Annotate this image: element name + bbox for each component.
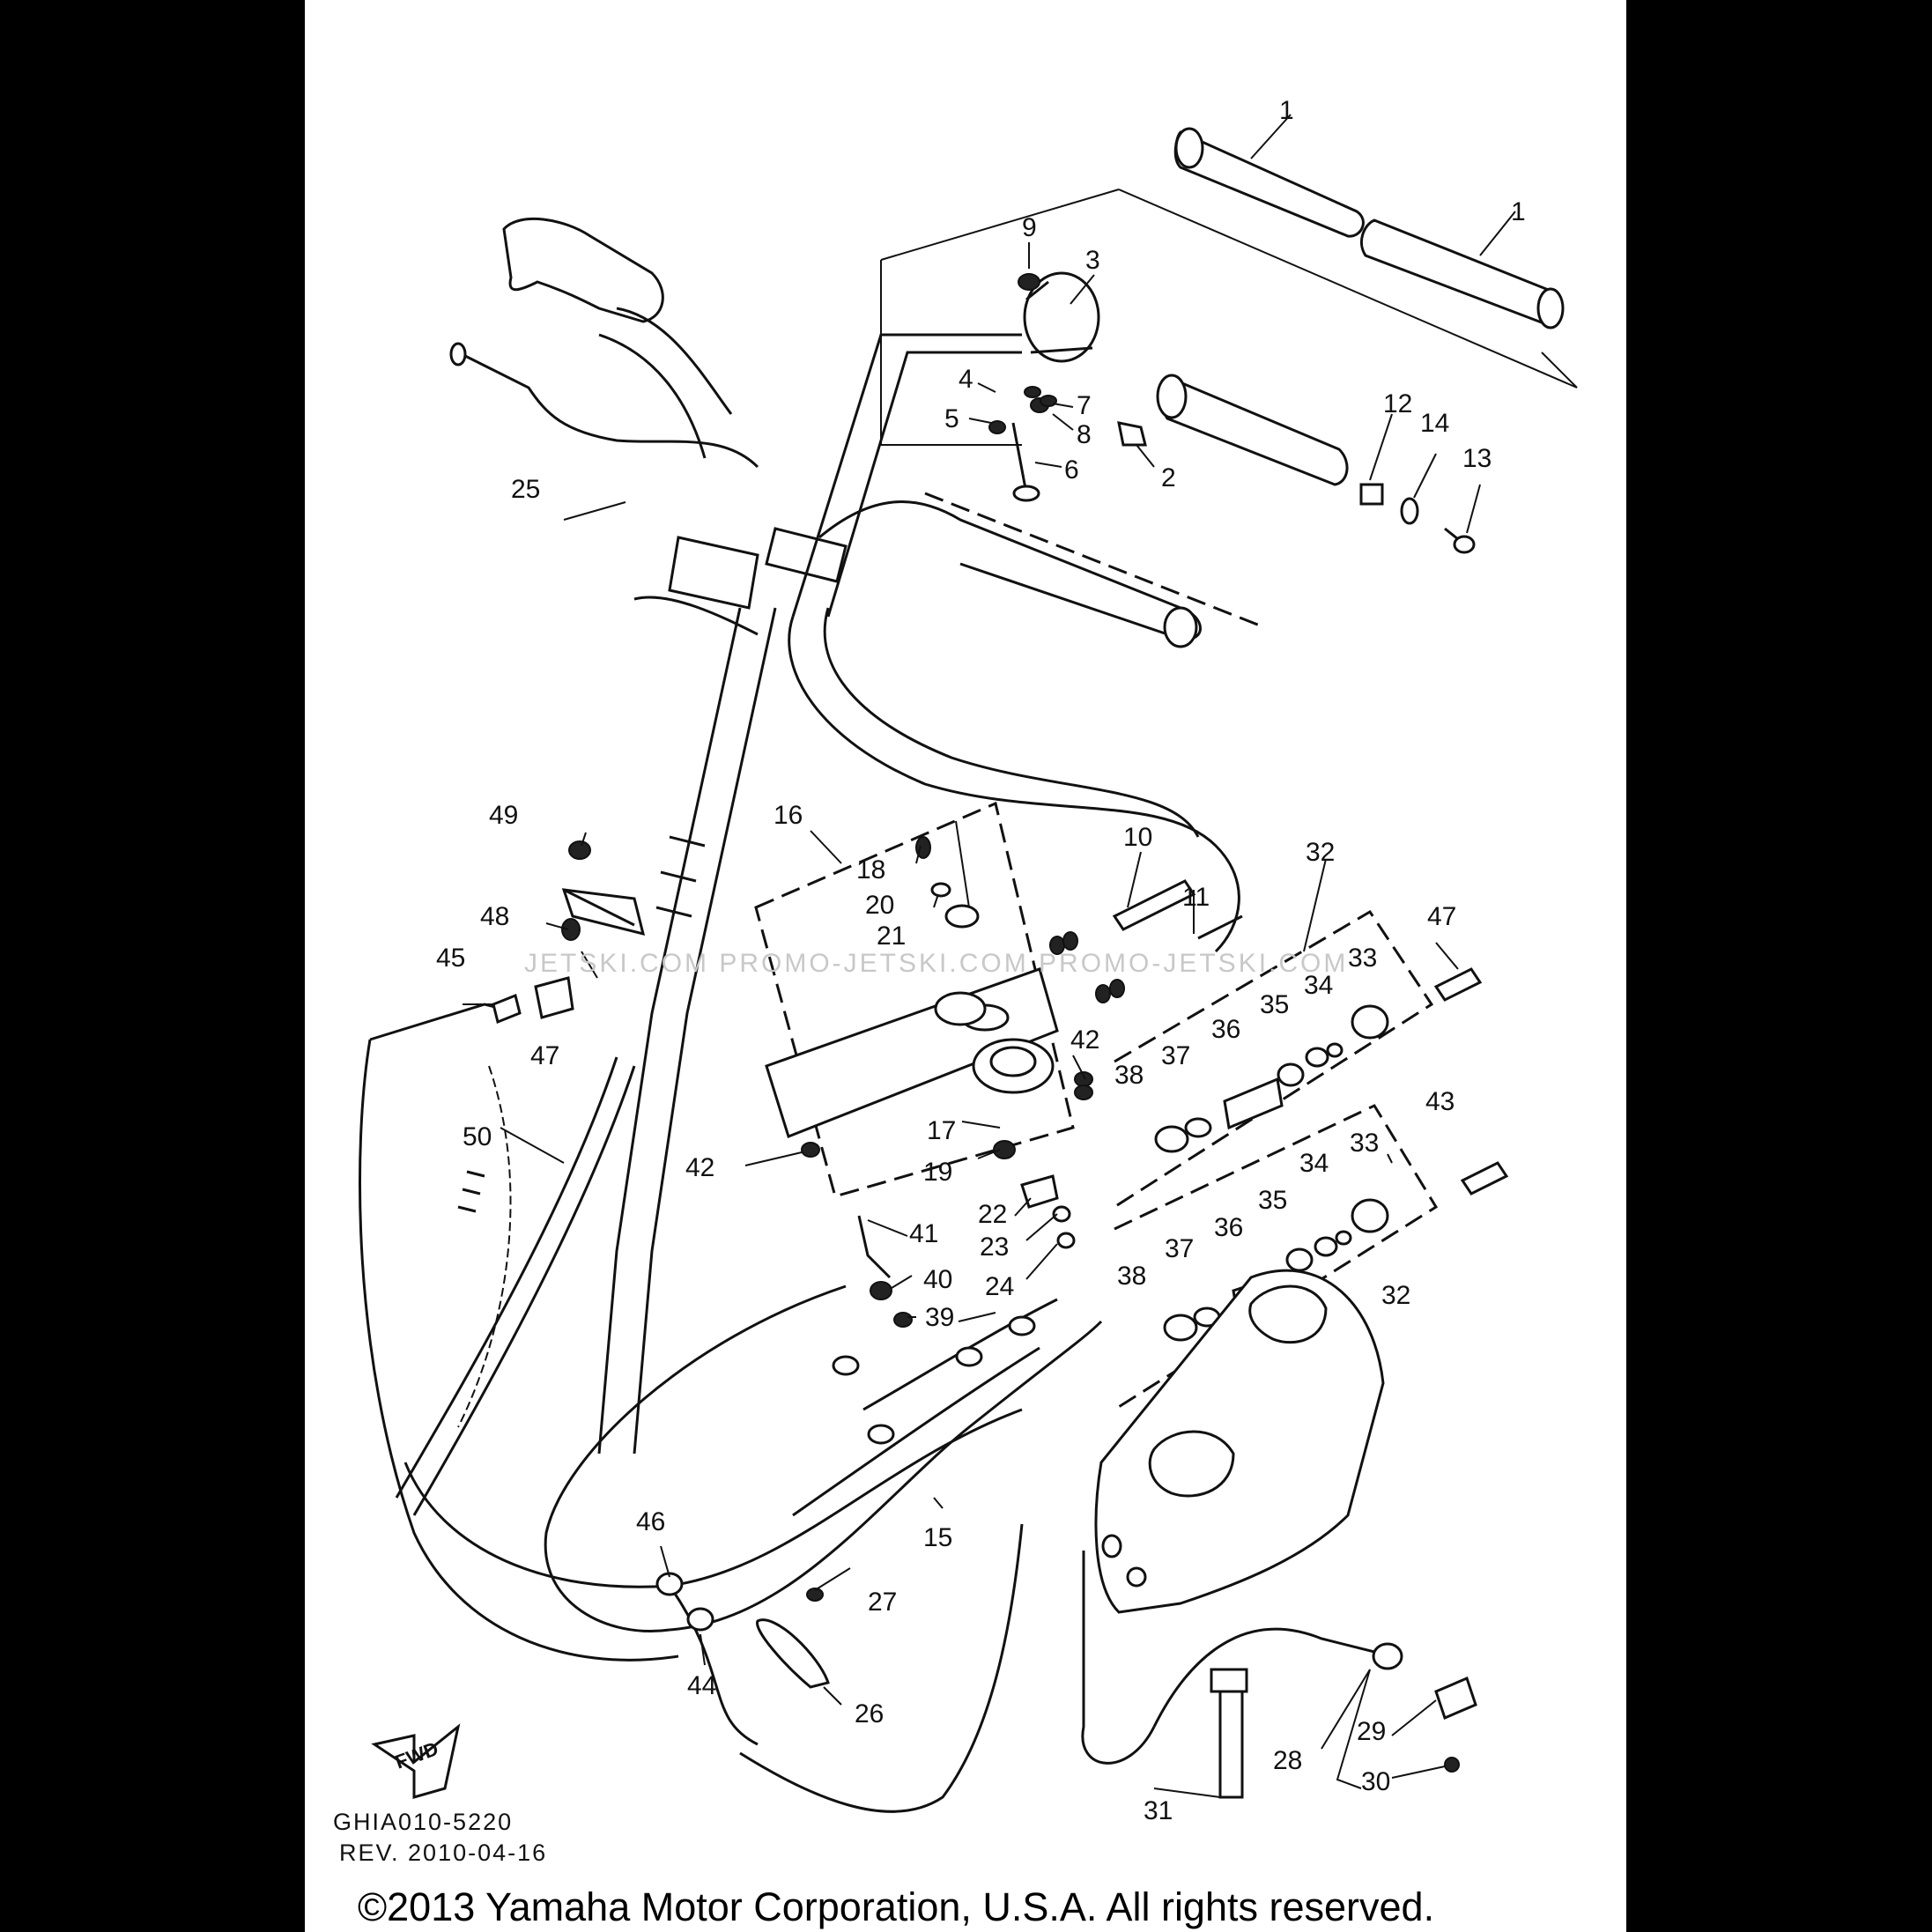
revision-date: REV. 2010-04-16 xyxy=(339,1839,547,1866)
callout-35: 35 xyxy=(1258,1186,1287,1215)
callout-48: 48 xyxy=(480,902,509,931)
callout-19: 19 xyxy=(923,1158,952,1187)
control-bracket-assembly xyxy=(754,801,1243,1328)
callout-37: 37 xyxy=(1165,1234,1194,1263)
callout-46: 46 xyxy=(636,1507,665,1536)
callout-38: 38 xyxy=(1117,1262,1146,1291)
callout-34: 34 xyxy=(1304,971,1333,1000)
callout-38: 38 xyxy=(1114,1061,1144,1090)
callout-44: 44 xyxy=(687,1671,716,1700)
callout-3: 3 xyxy=(1085,246,1100,275)
callout-4: 4 xyxy=(959,365,973,394)
callout-26: 26 xyxy=(855,1699,884,1728)
callout-28: 28 xyxy=(1273,1746,1302,1775)
callout-43: 43 xyxy=(1425,1087,1455,1116)
callout-10: 10 xyxy=(1123,823,1152,852)
callout-9: 9 xyxy=(1022,213,1037,242)
carburetor-assembly xyxy=(1094,1269,1385,1614)
callout-32: 32 xyxy=(1306,838,1335,867)
callout-37: 37 xyxy=(1161,1041,1190,1070)
callout-35: 35 xyxy=(1260,990,1289,1019)
callout-36: 36 xyxy=(1214,1213,1243,1242)
callout-30: 30 xyxy=(1361,1767,1390,1796)
callout-20: 20 xyxy=(865,891,894,920)
callout-1: 1 xyxy=(1511,197,1526,226)
grip-throttle-side xyxy=(1161,377,1349,486)
callout-18: 18 xyxy=(856,855,885,885)
leader-lines xyxy=(463,114,1516,1798)
callout-24: 24 xyxy=(985,1272,1014,1301)
drawing-code: GHIA010-5220 xyxy=(333,1809,513,1835)
callout-29: 29 xyxy=(1357,1717,1386,1746)
callout-15: 15 xyxy=(923,1523,952,1552)
callout-36: 36 xyxy=(1211,1015,1240,1044)
throttle-cable xyxy=(449,342,759,469)
left-grip xyxy=(502,218,664,323)
callout-2: 2 xyxy=(1161,463,1176,492)
neutral-switch xyxy=(1336,1642,1477,1789)
callout-33: 33 xyxy=(1350,1129,1379,1158)
callout-17: 17 xyxy=(927,1116,956,1145)
callout-16: 16 xyxy=(774,801,803,830)
callout-6: 6 xyxy=(1064,455,1079,485)
callout-47: 47 xyxy=(530,1041,559,1070)
callout-42: 42 xyxy=(685,1153,714,1182)
callout-11: 11 xyxy=(1182,883,1210,912)
callout-numbers: 1 1 2 3 4 5 6 7 8 9 10 11 12 13 14 15 16… xyxy=(436,96,1526,1825)
copyright-notice: ©2013 Yamaha Motor Corporation, U.S.A. A… xyxy=(358,1884,1434,1929)
cable-clamp xyxy=(756,1588,1248,1799)
callout-1: 1 xyxy=(1279,96,1294,125)
callout-47: 47 xyxy=(1427,902,1456,931)
callout-31: 31 xyxy=(1144,1796,1173,1825)
grip-right xyxy=(1360,218,1560,326)
left-fittings xyxy=(492,840,635,1025)
fitting-set-upper xyxy=(1114,909,1483,1209)
forward-arrow: FWD xyxy=(371,1723,461,1799)
callout-5: 5 xyxy=(944,404,959,433)
callout-45: 45 xyxy=(436,944,465,973)
callout-22: 22 xyxy=(978,1200,1007,1229)
callout-41: 41 xyxy=(909,1219,938,1248)
callout-39: 39 xyxy=(925,1303,954,1332)
callout-7: 7 xyxy=(1077,391,1092,420)
callout-12: 12 xyxy=(1383,389,1412,418)
diagram-sheet xyxy=(305,0,1626,1932)
callout-21: 21 xyxy=(877,922,906,951)
callout-49: 49 xyxy=(489,801,518,830)
callout-8: 8 xyxy=(1077,420,1092,449)
callout-42: 42 xyxy=(1070,1025,1099,1055)
callout-27: 27 xyxy=(868,1588,897,1617)
cable-routing xyxy=(359,1003,1393,1813)
callout-50: 50 xyxy=(463,1122,492,1151)
callout-40: 40 xyxy=(923,1265,952,1294)
callout-32: 32 xyxy=(1381,1281,1410,1310)
callout-25: 25 xyxy=(511,475,540,504)
callout-33: 33 xyxy=(1348,944,1377,973)
callout-23: 23 xyxy=(980,1232,1009,1262)
callout-14: 14 xyxy=(1420,409,1449,438)
callout-13: 13 xyxy=(1462,444,1492,473)
callout-34: 34 xyxy=(1299,1149,1329,1178)
watermark: JETSKI.COM PROMO-JETSKI.COM PROMO-JETSKI… xyxy=(524,949,1348,978)
handlebar-assembly xyxy=(502,127,1578,1455)
